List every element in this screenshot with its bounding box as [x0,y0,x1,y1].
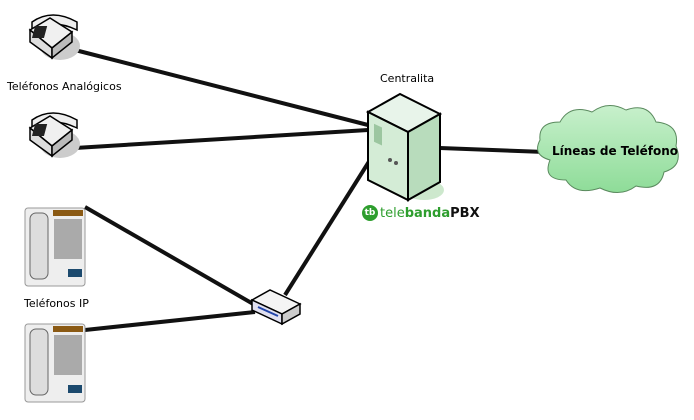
pbx-server-icon [366,92,444,202]
ip-phone-icon [24,323,86,403]
network-switch-icon [250,289,302,326]
connector-ip1-switch [84,205,256,307]
phone-lines-cloud-icon [537,105,679,193]
telebanda-pbx-logo: tb tele banda PBX [362,205,480,221]
analog-phones-label: Teléfonos Analógicos [7,80,122,93]
analog-phone-icon [28,112,80,158]
pbx-label: Centralita [380,72,435,85]
connector-ip2-switch [84,310,256,332]
phone-lines-label: Líneas de Teléfono [552,144,678,158]
connector-switch-pbx [283,158,372,297]
ip-phone-icon [24,207,86,287]
connector-analog1-pbx [74,48,369,127]
ip-phones-label: Teléfonos IP [24,297,89,310]
connector-pbx-cloud [439,146,546,154]
connector-analog2-pbx [74,128,369,150]
brand-badge: tb [362,205,378,221]
analog-phone-icon [28,14,80,60]
